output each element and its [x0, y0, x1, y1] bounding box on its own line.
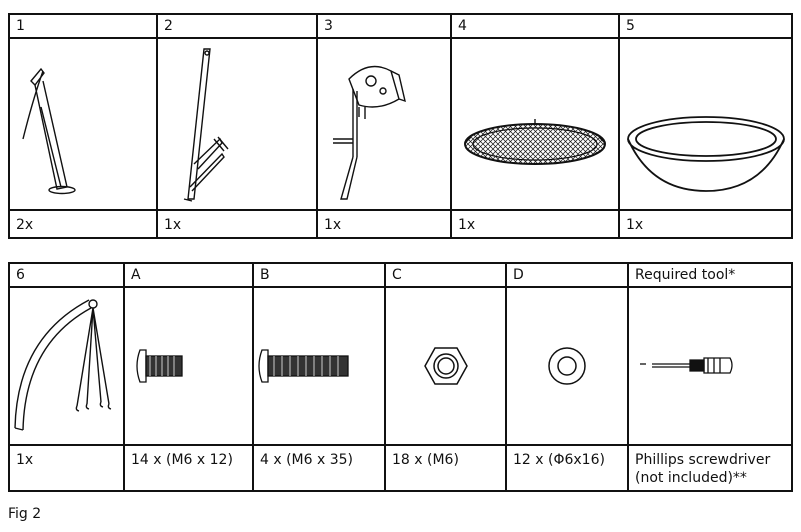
part-d-illustration — [505, 286, 629, 446]
fire-bowl-icon — [626, 116, 785, 192]
figure-caption: Fig 2 — [8, 506, 42, 522]
part-4-quantity: 1x — [450, 209, 620, 239]
part-6-label: 6 — [8, 262, 125, 288]
long-bolt-icon — [258, 349, 349, 383]
part-5-illustration — [618, 37, 793, 211]
part-5-label: 5 — [618, 13, 793, 39]
grill-grate-icon — [463, 119, 606, 165]
part-6-illustration — [8, 286, 125, 446]
screwdriver-icon — [640, 357, 733, 374]
hanging-hook-icon — [13, 299, 111, 431]
part-b-illustration — [252, 286, 386, 446]
part-2-label: 2 — [156, 13, 318, 39]
part-b-label: B — [252, 262, 386, 288]
part-2-quantity: 1x — [156, 209, 318, 239]
required-tool-description: Phillips screwdriver (not included)** — [627, 444, 793, 492]
part-c-illustration — [384, 286, 507, 446]
part-d-label: D — [505, 262, 629, 288]
part-3-quantity: 1x — [316, 209, 452, 239]
parts-table-top: 1 2 3 4 5 — [8, 13, 793, 239]
part-2-illustration — [156, 37, 318, 211]
part-1-label: 1 — [8, 13, 158, 39]
part-c-quantity: 18 x (M6) — [384, 444, 507, 492]
part-3-label: 3 — [316, 13, 452, 39]
part-1-quantity: 2x — [8, 209, 158, 239]
washer-icon — [548, 347, 586, 385]
part-a-illustration — [123, 286, 254, 446]
crank-mechanism-icon — [333, 65, 406, 200]
leg-icon — [22, 67, 76, 195]
part-c-label: C — [384, 262, 507, 288]
short-bolt-icon — [135, 349, 183, 383]
part-5-quantity: 1x — [618, 209, 793, 239]
part-4-illustration — [450, 37, 620, 211]
part-a-label: A — [123, 262, 254, 288]
part-a-quantity: 14 x (M6 x 12) — [123, 444, 254, 492]
part-1-illustration — [8, 37, 158, 211]
required-tool-note: (not included)** — [635, 470, 747, 486]
required-tool-label: Required tool* — [627, 262, 793, 288]
part-d-quantity: 12 x (Φ6x16) — [505, 444, 629, 492]
required-tool-name: Phillips screwdriver — [635, 452, 771, 468]
part-b-quantity: 4 x (M6 x 35) — [252, 444, 386, 492]
part-4-label: 4 — [450, 13, 620, 39]
part-3-illustration — [316, 37, 452, 211]
part-6-quantity: 1x — [8, 444, 125, 492]
leg-with-brace-icon — [183, 48, 229, 202]
parts-table-bottom: 6 A B C D Required tool* — [8, 262, 793, 492]
required-tool-illustration — [627, 286, 793, 446]
hex-nut-icon — [423, 347, 468, 385]
